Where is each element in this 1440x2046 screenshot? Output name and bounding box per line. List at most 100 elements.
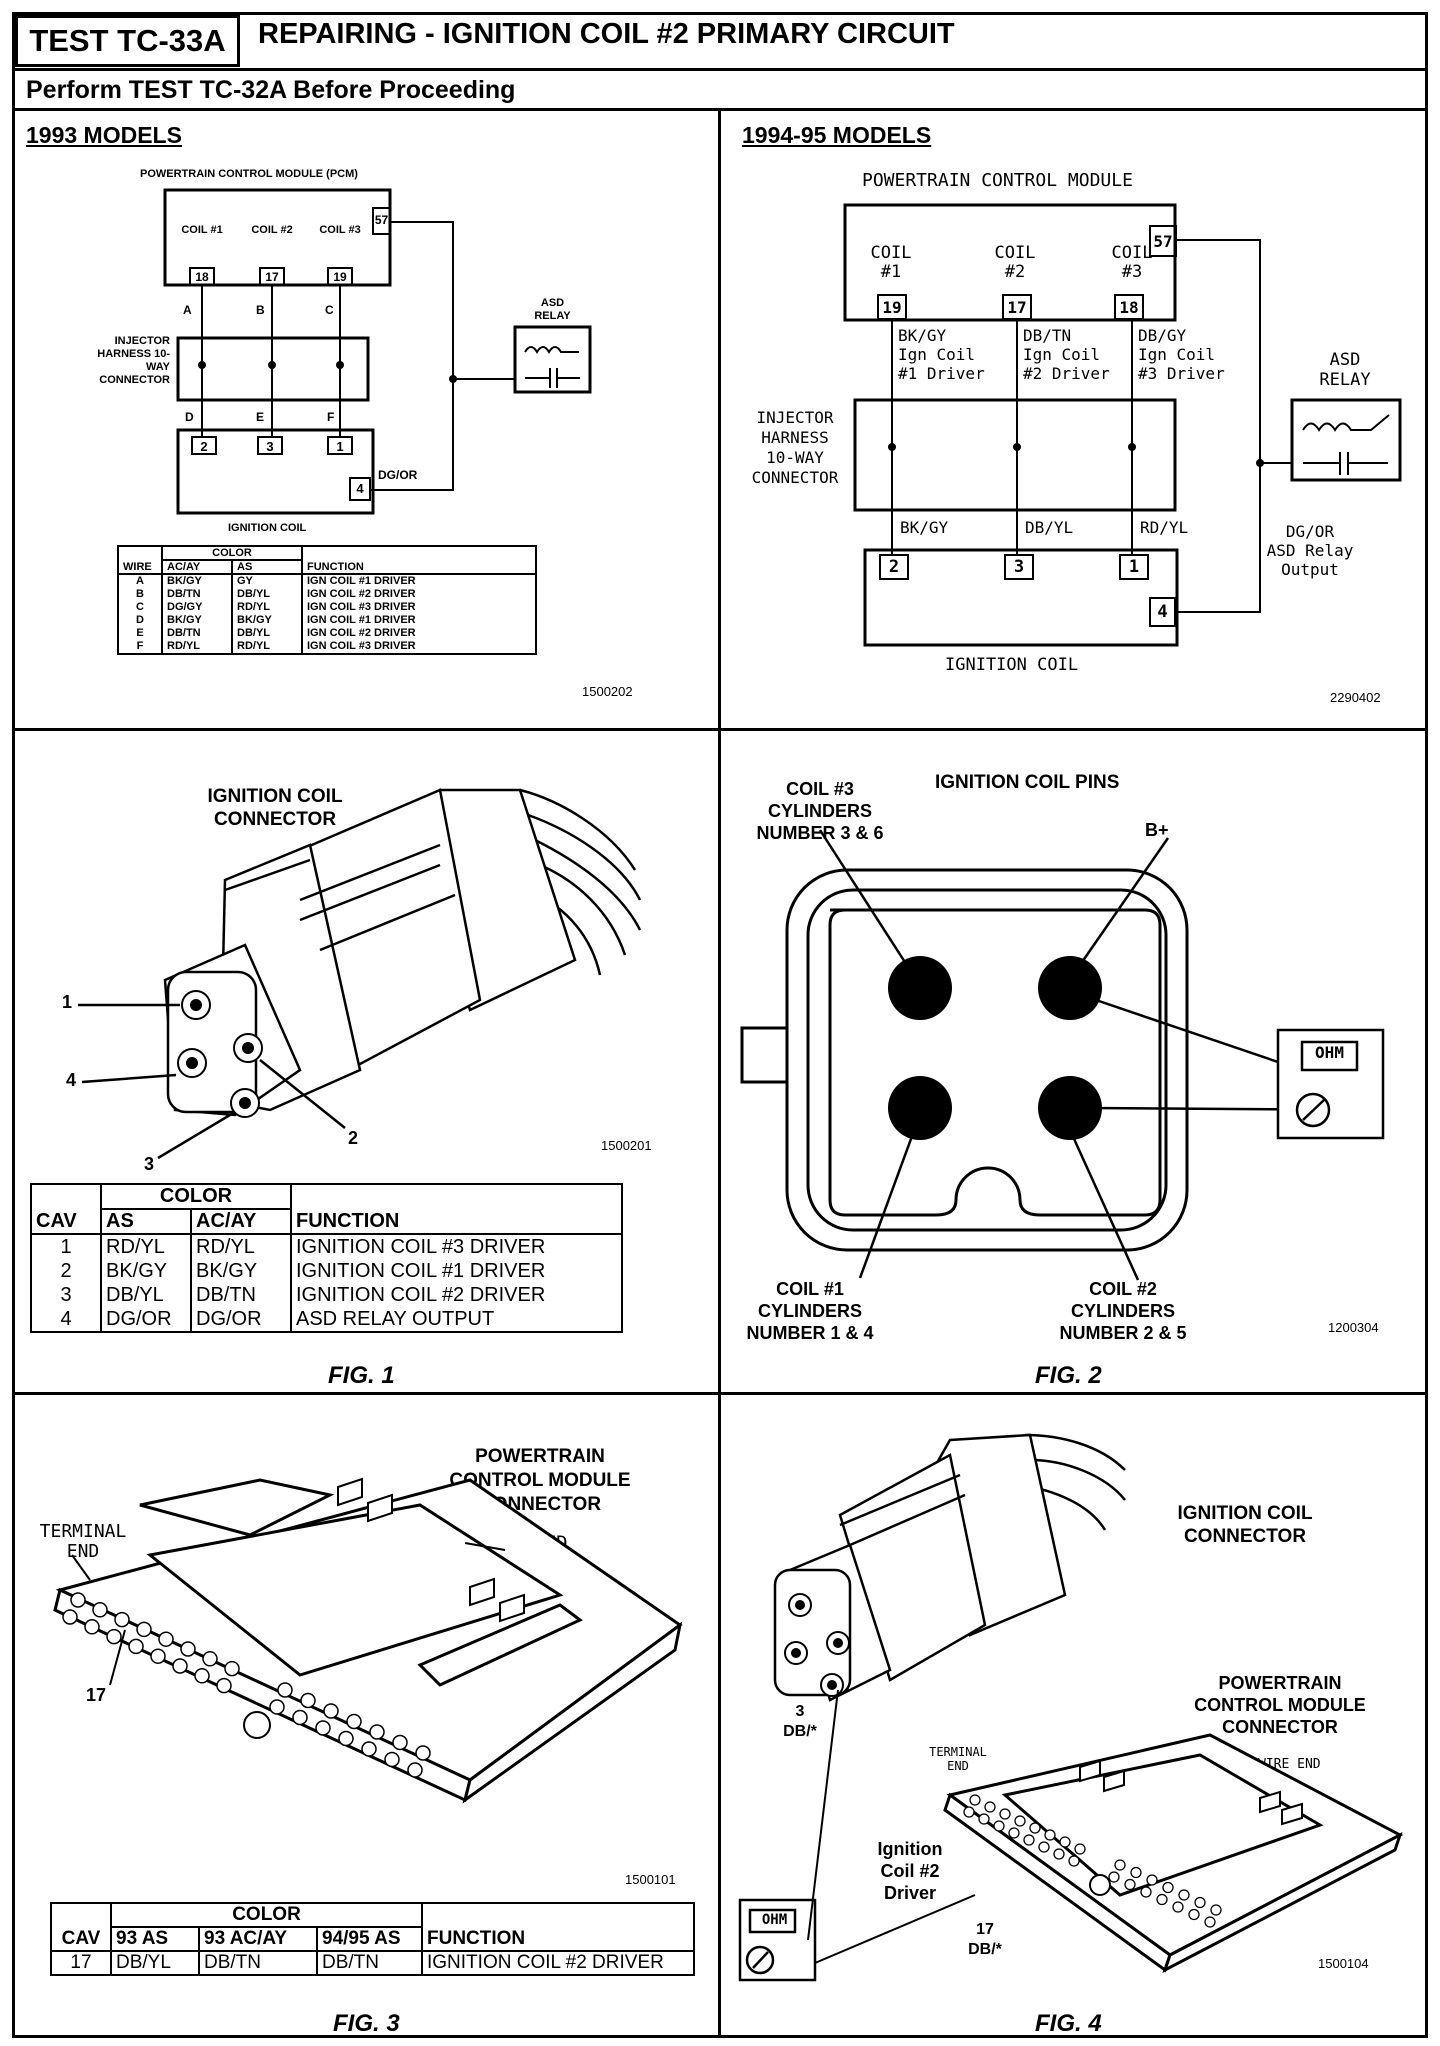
coil3-label: COIL #3	[319, 224, 361, 236]
connector-terminal	[1068, 1855, 1080, 1867]
fig4-test-illustration	[738, 1433, 1404, 1982]
connector-terminal	[1044, 1829, 1056, 1841]
connector-terminal	[1204, 1916, 1216, 1928]
dgor-wire: DG/OR	[378, 468, 418, 482]
col-header: FUNCTION	[301, 545, 537, 575]
label-line: DB/TN	[1023, 326, 1072, 345]
connector-terminal	[1008, 1827, 1020, 1839]
connector-terminal	[292, 1709, 308, 1726]
cell: RD/YL	[106, 1236, 165, 1258]
coil-pin: 3	[266, 439, 274, 454]
connector-terminal	[92, 1602, 108, 1618]
col-header: AC/AY	[190, 1208, 292, 1235]
connector-terminal	[415, 1745, 431, 1761]
connector-terminal	[1053, 1848, 1065, 1860]
cell: 1	[60, 1236, 72, 1258]
label-line: COIL	[1111, 243, 1153, 263]
connector-terminal	[1029, 1822, 1041, 1834]
connector-terminal	[346, 1713, 362, 1730]
pcm-pin: 19	[333, 270, 347, 284]
label-line: CYLINDERS	[1070, 1301, 1175, 1321]
col-header: 94/95 AS	[316, 1926, 423, 1952]
cell: BK/GY	[196, 1260, 258, 1282]
connector-terminal	[1114, 1859, 1126, 1871]
connector-terminal	[1130, 1866, 1142, 1879]
connector-terminal	[1146, 1874, 1158, 1886]
cell: IGNITION COIL #1 DRIVER	[296, 1260, 546, 1282]
test-id: TEST TC-33A	[15, 15, 240, 67]
col-header: AS	[100, 1208, 192, 1235]
coil-pin: 2	[888, 557, 900, 577]
divider	[12, 1392, 1428, 1395]
connector-terminal	[1210, 1904, 1222, 1916]
label-line: 17	[976, 1921, 994, 1938]
connector-terminal	[269, 1699, 285, 1715]
models-9495-heading: 1994-95 MODELS	[742, 122, 932, 148]
connector-terminal	[172, 1658, 188, 1674]
wire-letter: A	[183, 303, 192, 317]
cell: D	[136, 614, 144, 626]
label-line: CONNECTOR	[1222, 1717, 1338, 1737]
label-line: Coil #2	[880, 1861, 940, 1881]
cell: IGN COIL #3 DRIVER	[307, 640, 416, 652]
cell: E	[136, 627, 144, 639]
wire-label: RD/YL	[1140, 518, 1189, 537]
connector-terminal	[1124, 1878, 1136, 1891]
cell: A	[136, 575, 144, 587]
coil3-label: COIL#3	[1107, 244, 1157, 282]
connector-terminal	[338, 1730, 354, 1747]
callout-4: 4	[66, 1070, 77, 1090]
label-line: CONTROL MODULE	[449, 1470, 631, 1491]
col-header: 93 AC/AY	[198, 1926, 318, 1952]
divider	[12, 68, 1428, 71]
cell: RD/YL	[237, 640, 270, 652]
col-header: WIRE	[117, 545, 163, 575]
cell: BK/GY	[167, 614, 202, 626]
wire-letter: F	[327, 410, 335, 424]
pcm-pin: 18	[1119, 298, 1139, 317]
connector-terminal	[106, 1628, 122, 1645]
connector-terminal	[1038, 1841, 1050, 1853]
pcm-label: POWERTRAIN CONTROL MODULE	[862, 170, 1133, 191]
label-line: DG/OR	[1285, 522, 1335, 541]
page-subtitle: Perform TEST TC-32A Before Proceeding	[26, 76, 516, 104]
coil1-label: COIL#1	[866, 244, 916, 282]
connector-terminal	[84, 1619, 100, 1635]
label-line: HARNESS	[761, 428, 829, 447]
cell: BK/GY	[106, 1260, 168, 1282]
label-line: ASD	[1329, 350, 1361, 370]
divider	[718, 108, 721, 728]
table-cell: IGNITION COIL #2 DRIVER	[421, 1950, 695, 1976]
label-line: COIL	[870, 243, 912, 263]
label-line: ASD Relay	[1266, 541, 1354, 560]
figure-code: 1200304	[1328, 1320, 1379, 1335]
label-line: Ign Coil	[898, 345, 976, 364]
col-header: CAV	[30, 1183, 102, 1235]
label-line: CONTROL MODULE	[1194, 1695, 1366, 1715]
connector-terminal	[1023, 1834, 1035, 1846]
connector-terminal	[392, 1734, 408, 1751]
connector-terminal	[1140, 1886, 1152, 1898]
bplus-label: B+	[1145, 820, 1169, 840]
label-line: 3	[795, 1703, 805, 1720]
pcm-pin: 19	[882, 298, 902, 317]
cell: IGN COIL #1 DRIVER	[307, 614, 416, 626]
pcm-label: POWERTRAIN CONTROL MODULE (PCM)	[140, 168, 358, 180]
cell: DG/OR	[106, 1308, 172, 1330]
connector-terminal	[1194, 1896, 1206, 1909]
label-line: POWERTRAIN	[475, 1446, 605, 1467]
table-cell: DB/TN	[198, 1950, 318, 1976]
connector-terminal	[1178, 1889, 1190, 1901]
col-header: AC/AY	[161, 559, 233, 575]
label-line: END	[947, 1759, 969, 1773]
schematic-1993	[163, 188, 592, 515]
schematic-9495	[843, 203, 1402, 647]
cell: DB/TN	[167, 627, 201, 639]
